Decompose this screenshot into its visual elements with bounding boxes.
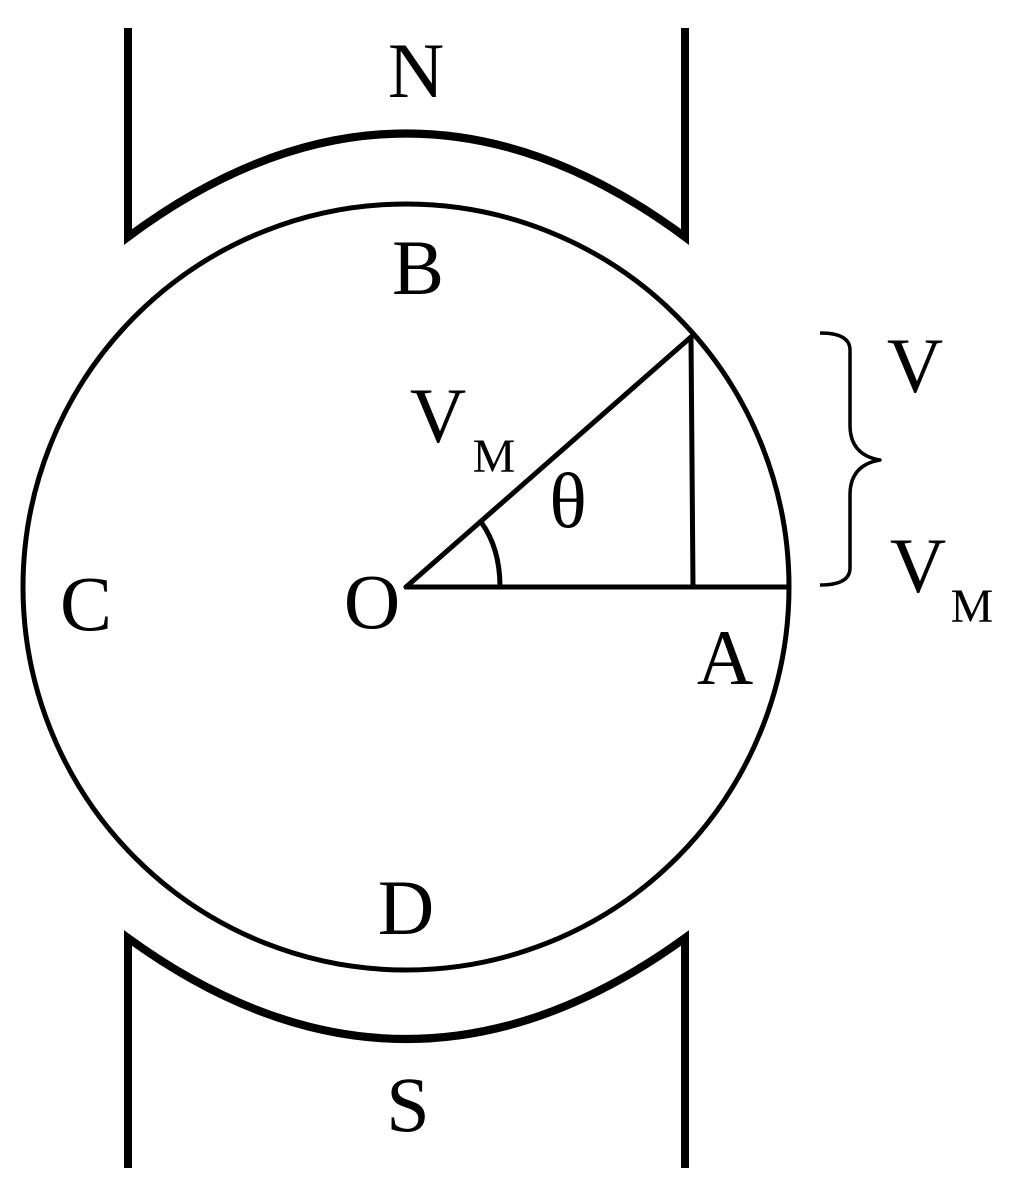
south-pole-outline <box>124 930 689 1168</box>
radius-v-label: V <box>410 372 466 459</box>
radius-subscript: M <box>473 430 516 483</box>
origin-label: O <box>344 558 400 645</box>
vertical-line <box>688 334 696 590</box>
point-c-label: C <box>60 560 112 647</box>
brace-top-v-label: V <box>887 322 943 409</box>
south-pole-piece <box>124 930 689 1168</box>
point-a-label: A <box>697 614 753 701</box>
south-pole-label: S <box>386 1061 429 1148</box>
radius-triangle <box>403 334 792 590</box>
brace-bottom-v-label: V <box>890 522 946 609</box>
brace-bottom-subscript: M <box>951 580 994 633</box>
point-b-label: B <box>392 224 444 311</box>
point-d-label: D <box>378 864 434 951</box>
angle-label: θ <box>549 457 586 544</box>
radius-line <box>403 334 694 590</box>
north-pole-piece <box>124 28 689 245</box>
north-pole-outline <box>124 28 689 245</box>
angle-arc <box>478 519 503 590</box>
north-pole-label: N <box>388 27 444 114</box>
curly-brace <box>819 331 882 587</box>
